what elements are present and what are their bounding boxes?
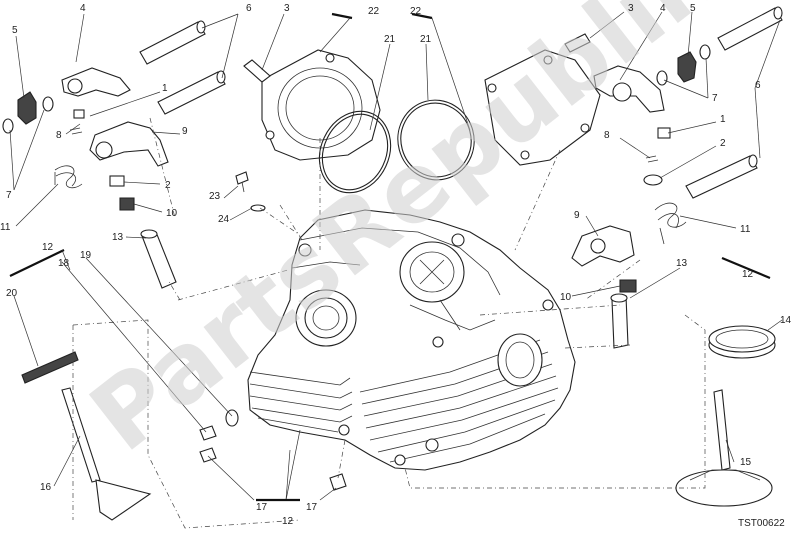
callout-10: 10 <box>560 292 572 303</box>
callout-2: 2 <box>165 180 171 191</box>
callout-17: 17 <box>306 502 318 513</box>
callout-1: 1 <box>162 83 168 94</box>
callout-18: 18 <box>58 258 70 269</box>
callout-7: 7 <box>6 190 12 201</box>
callout-9: 9 <box>574 210 580 221</box>
callout-13: 13 <box>676 258 688 269</box>
callout-3: 3 <box>284 3 290 14</box>
callout-5: 5 <box>690 3 696 14</box>
drawing-code: TST00622 <box>738 518 785 529</box>
callout-14: 14 <box>780 315 792 326</box>
callout-1: 1 <box>720 114 726 125</box>
callout-labels: 4 5 6 3 22 21 22 21 3 4 5 6 1 8 9 7 2 11… <box>0 3 792 527</box>
left-rocker-group <box>2 20 226 289</box>
callout-6: 6 <box>246 3 252 14</box>
callout-12: 12 <box>42 242 54 253</box>
callout-16: 16 <box>40 482 52 493</box>
cylinder-head <box>247 209 576 471</box>
callout-12: 12 <box>742 269 754 280</box>
callout-17: 17 <box>256 502 268 513</box>
callout-7: 7 <box>712 93 718 104</box>
callout-11: 11 <box>740 224 751 235</box>
callout-21: 21 <box>420 34 432 45</box>
callout-5: 5 <box>12 25 18 36</box>
callout-8: 8 <box>604 130 610 141</box>
right-rocker-group <box>571 6 783 349</box>
callout-6: 6 <box>755 80 761 91</box>
right-cover-group <box>397 33 601 181</box>
callout-4: 4 <box>660 3 666 14</box>
callout-3: 3 <box>628 3 634 14</box>
callout-12: 12 <box>282 516 294 527</box>
callout-4: 4 <box>80 3 86 14</box>
callout-2: 2 <box>720 138 726 149</box>
callout-24: 24 <box>218 214 230 225</box>
callout-22: 22 <box>368 6 380 17</box>
callout-8: 8 <box>56 130 62 141</box>
left-cover-group <box>235 49 392 212</box>
callout-22: 22 <box>410 6 422 17</box>
callout-13: 13 <box>112 232 124 243</box>
callout-11: 11 <box>0 222 11 233</box>
callout-19: 19 <box>80 250 92 261</box>
callout-20: 20 <box>6 288 18 299</box>
leader-lines <box>9 11 783 502</box>
callout-10: 10 <box>166 208 178 219</box>
assembly-lines <box>72 117 706 529</box>
callout-15: 15 <box>740 457 752 468</box>
callout-9: 9 <box>182 126 188 137</box>
callout-21: 21 <box>384 34 396 45</box>
callout-23: 23 <box>209 191 221 202</box>
lower-parts-group <box>21 325 776 521</box>
